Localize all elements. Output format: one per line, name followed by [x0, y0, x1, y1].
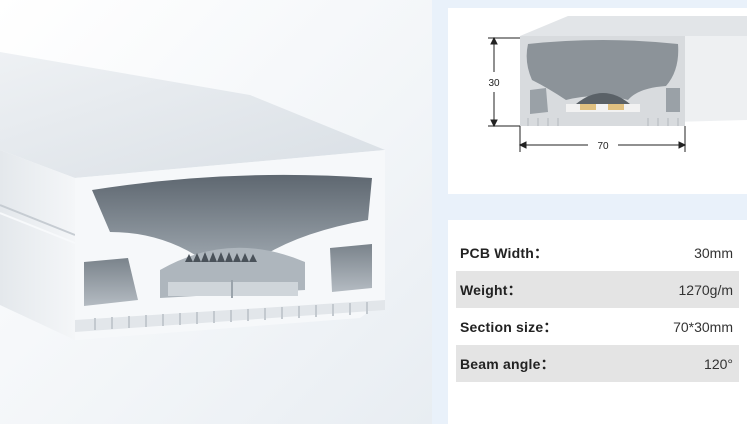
spec-value: 70*30mm	[673, 318, 733, 335]
dimension-drawing-card: 30 70	[448, 8, 747, 194]
product-photo	[0, 0, 432, 424]
width-dimension-line	[518, 126, 687, 152]
spec-row-pcb-width: PCB Width： 30mm	[456, 234, 739, 271]
spec-label: Weight：	[460, 281, 522, 298]
spec-value: 120°	[704, 355, 733, 372]
width-dimension-label: 70	[597, 141, 609, 152]
led-chip-teeth	[185, 252, 257, 262]
spec-row-weight: Weight： 1270g/m	[456, 271, 739, 308]
spec-row-beam-angle: Beam angle： 120°	[456, 345, 739, 382]
spec-table: PCB Width： 30mm Weight： 1270g/m Section …	[448, 220, 747, 424]
spec-label: PCB Width：	[460, 244, 549, 261]
spec-value: 1270g/m	[678, 281, 733, 298]
cross-section-drawing: 30 70	[488, 16, 747, 152]
spec-row-section-size: Section size： 70*30mm	[456, 308, 739, 345]
spec-value: 30mm	[694, 244, 733, 261]
right-column: 30 70 PCB Width： 30mm Weight： 1270g/m Se…	[432, 0, 747, 424]
silicone-profile-render	[0, 52, 385, 340]
spec-label: Section size：	[460, 318, 558, 335]
spec-label: Beam angle：	[460, 355, 555, 372]
height-dimension-label: 30	[488, 78, 500, 89]
height-dimension-line	[488, 36, 520, 128]
